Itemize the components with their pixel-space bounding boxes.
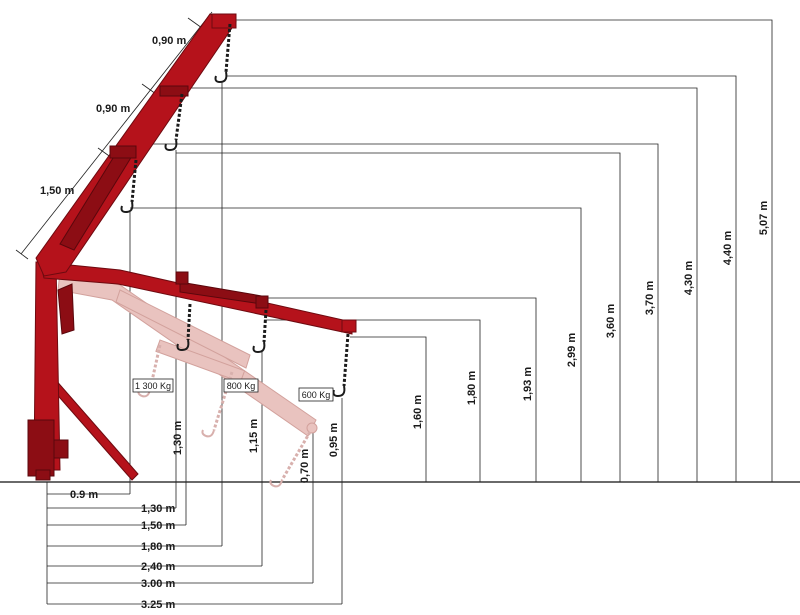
- hook-height-label-0-70: 0,70 m: [299, 449, 311, 483]
- height-label-4-30: 4,30 m: [683, 261, 695, 295]
- height-label-1-93: 1,93 m: [522, 367, 534, 401]
- height-label-1-80: 1,80 m: [466, 371, 478, 405]
- load-800-text: 800 Kg: [227, 381, 256, 391]
- load-label-600: 600 Kg: [298, 387, 334, 402]
- height-label-3-70: 3,70 m: [644, 281, 656, 315]
- boom-segment-label-bottom: 1,50 m: [40, 185, 74, 197]
- reach-dimension-lines: [47, 493, 342, 605]
- boom-segment-label-middle: 0,90 m: [96, 103, 130, 115]
- load-1300-text: 1 300 Kg: [135, 381, 171, 391]
- hook-height-label-1-15: 1,15 m: [248, 419, 260, 453]
- reach-label-3-00: 3.00 m: [141, 578, 175, 590]
- hook-height-label-0-95: 0,95 m: [328, 423, 340, 457]
- height-label-2-99: 2,99 m: [566, 333, 578, 367]
- height-label-4-40: 4,40 m: [722, 231, 734, 265]
- height-label-1-60: 1,60 m: [412, 395, 424, 429]
- load-600-text: 600 Kg: [302, 390, 331, 400]
- load-label-1300: 1 300 Kg: [132, 378, 174, 393]
- boom-segment-dimension: [15, 11, 213, 260]
- reach-label-3-25: 3.25 m: [141, 599, 175, 611]
- reach-label-1-50: 1,50 m: [141, 520, 175, 532]
- reach-label-1-30: 1,30 m: [141, 503, 175, 515]
- boom-segment-label-top: 0,90 m: [152, 35, 186, 47]
- crane: [27, 13, 357, 481]
- load-label-800: 800 Kg: [223, 378, 259, 393]
- reach-label-2-40: 2,40 m: [141, 561, 175, 573]
- height-dimension-lines: [130, 19, 773, 482]
- reach-label-1-80: 1,80 m: [141, 541, 175, 553]
- reach-label-0-9: 0.9 m: [70, 489, 98, 501]
- hook-height-label-1-30: 1,30 m: [172, 421, 184, 455]
- height-label-5-07: 5,07 m: [758, 201, 770, 235]
- height-label-3-60: 3,60 m: [605, 304, 617, 338]
- ghost-lowered-boom: [57, 271, 318, 488]
